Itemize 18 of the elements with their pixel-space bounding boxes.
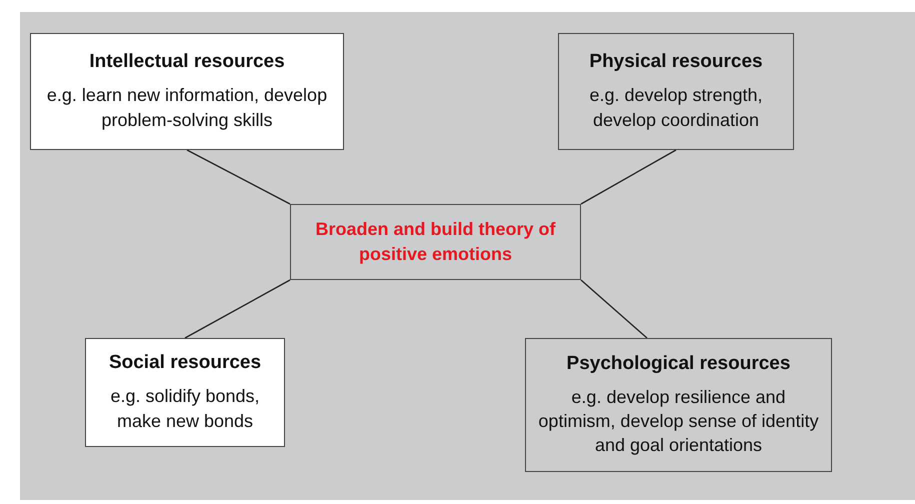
central-box: [290, 204, 581, 280]
resource-heading: Physical resources: [588, 51, 764, 74]
resource-box: [30, 33, 344, 150]
resource-examples: e.g. learn new information, develop problem-solving skills: [46, 84, 328, 132]
resource-box: [85, 338, 285, 447]
connector-line: [186, 149, 290, 205]
connector-line: [580, 280, 648, 338]
resource-examples: e.g. solidify bonds, make new bonds: [109, 385, 261, 432]
resource-examples: e.g. develop strength, develop coordination: [588, 84, 764, 132]
connector-line: [184, 279, 290, 339]
connector-line: [580, 149, 676, 205]
resource-heading: Intellectual resources: [88, 51, 286, 74]
resource-heading: Social resources: [108, 352, 262, 374]
resource-box: [558, 33, 794, 150]
theory-title: Broaden and build theory of positive emotions: [314, 218, 556, 266]
resource-box: [525, 338, 832, 472]
resource-heading: Psychological resources: [566, 352, 792, 375]
resource-examples: e.g. develop resilience and optimism, develop sense of identity and goal orientations: [537, 386, 820, 458]
